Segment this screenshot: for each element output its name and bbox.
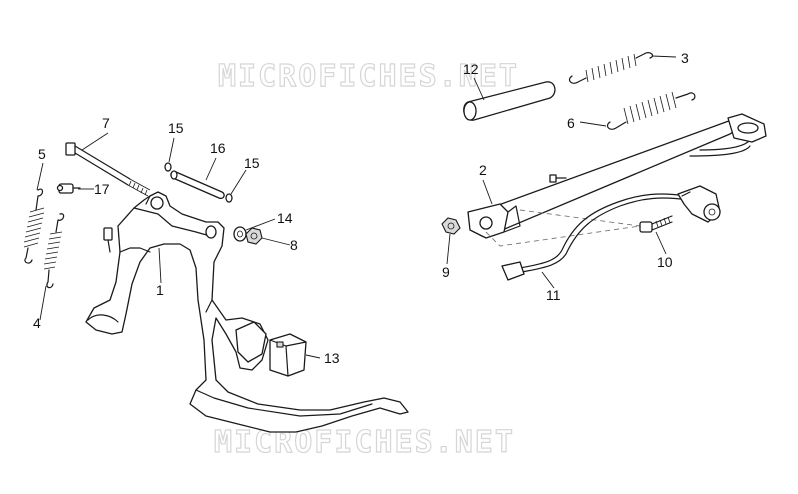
callout-11: 11: [546, 287, 561, 303]
part-side-stand: [467, 113, 767, 239]
part-grease-nipple: [56, 183, 81, 194]
part-spring-left-lower: [43, 213, 65, 289]
leader-lines: [36, 55, 677, 359]
callout-12: 12: [463, 61, 479, 77]
callout-6: 6: [567, 115, 575, 131]
part-nut-9: [441, 217, 461, 235]
callout-7: 7: [102, 115, 110, 131]
part-washer-b: [225, 193, 233, 203]
callout-15-right: 15: [244, 155, 260, 171]
part-nut-8: [245, 227, 263, 245]
watermark-top: MICROFICHES.NET: [218, 59, 519, 94]
callout-3: 3: [681, 50, 689, 66]
part-washer-14: [233, 226, 247, 242]
callout-13: 13: [324, 350, 340, 366]
part-sleeve: [170, 170, 225, 200]
callout-9: 9: [442, 264, 450, 280]
part-spring-3: [568, 52, 654, 84]
callout-4: 4: [33, 315, 41, 331]
callout-17: 17: [94, 181, 110, 197]
callout-2: 2: [479, 162, 487, 178]
part-center-stand: [85, 191, 409, 433]
part-pin-left: [103, 227, 113, 253]
callout-5: 5: [38, 146, 46, 162]
callout-1: 1: [156, 282, 164, 298]
callout-16: 16: [210, 140, 226, 156]
part-spring-left-upper: [23, 188, 45, 264]
callout-10: 10: [657, 254, 673, 270]
part-sleeve-12: [463, 81, 556, 121]
part-switch-cable: [501, 185, 721, 281]
part-bolt-long: [65, 142, 151, 197]
watermark-bottom: MICROFICHES.NET: [214, 425, 515, 460]
part-screw-10: [639, 215, 673, 233]
part-washer-a: [164, 162, 172, 172]
callout-14: 14: [277, 210, 293, 226]
part-spring-6: [606, 91, 696, 130]
callout-8: 8: [290, 237, 298, 253]
callout-15-left: 15: [168, 120, 184, 136]
part-rubber-pad: [269, 333, 307, 377]
